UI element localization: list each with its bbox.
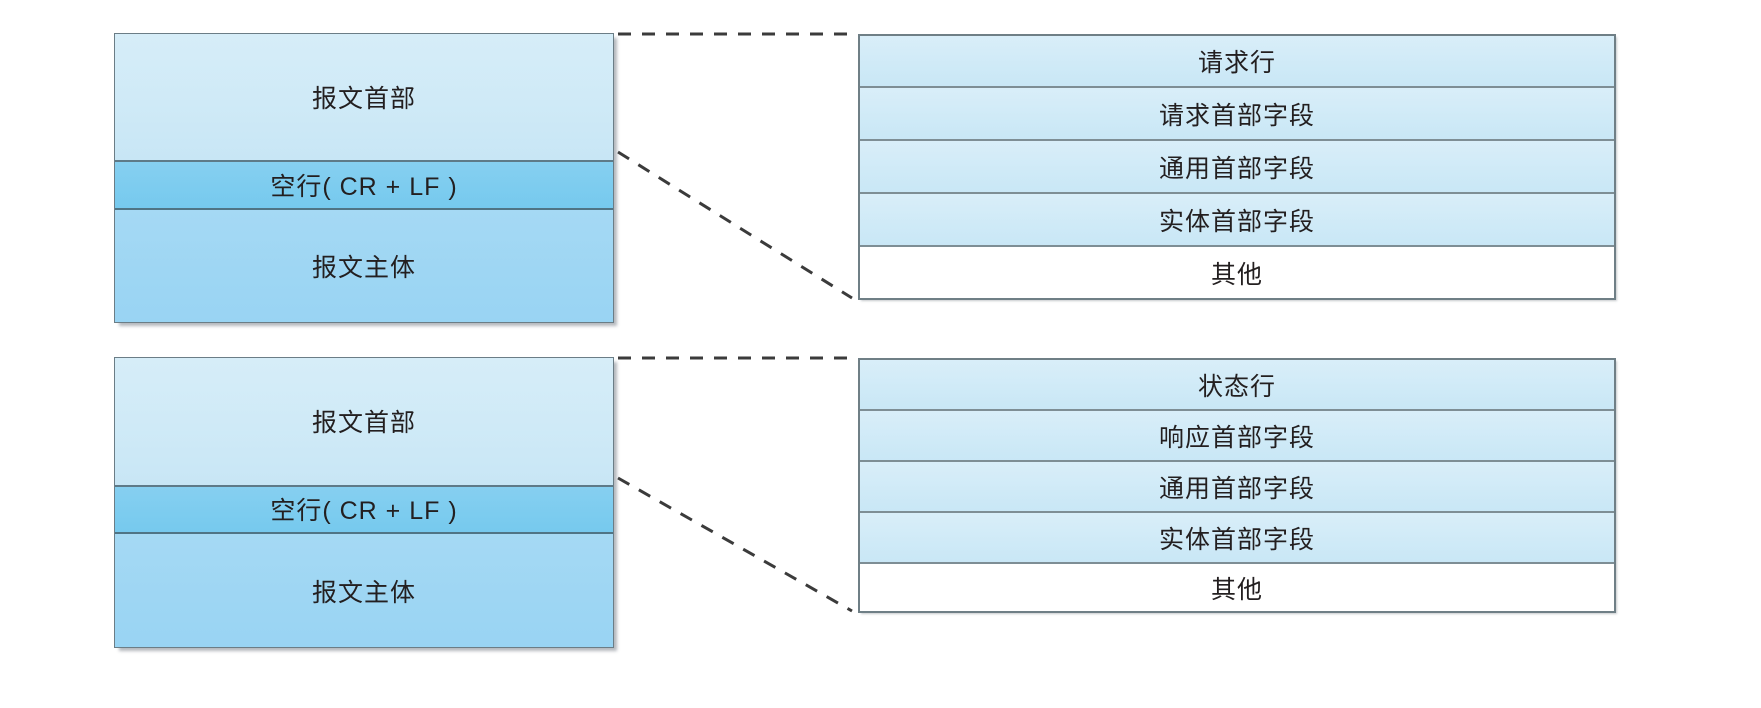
request-field-label-3: 实体首部字段 (1158, 207, 1315, 236)
table-row: 实体首部字段 (860, 513, 1614, 564)
response-field-label-1: 响应首部字段 (1158, 423, 1315, 452)
request-field-label-1: 请求首部字段 (1158, 101, 1315, 130)
response-blank-line-label: 空行( CR + LF ) (270, 497, 458, 526)
table-row: 状态行 (860, 360, 1614, 411)
response-message-header-label: 报文首部 (311, 409, 416, 438)
table-row: 响应首部字段 (860, 411, 1614, 462)
request-field-table: 请求行 请求首部字段 通用首部字段 实体首部字段 其他 (858, 34, 1616, 300)
response-message-header-row: 报文首部 (115, 358, 613, 487)
request-field-label-0: 请求行 (1197, 49, 1276, 77)
request-blank-line-label: 空行( CR + LF ) (270, 172, 458, 201)
response-field-label-2: 通用首部字段 (1158, 474, 1315, 503)
table-row: 其他 (860, 247, 1614, 298)
request-message-body-label: 报文主体 (311, 253, 416, 282)
table-row: 其他 (860, 564, 1614, 611)
request-message-box: 报文首部 空行( CR + LF ) 报文主体 (114, 33, 614, 323)
response-message-box: 报文首部 空行( CR + LF ) 报文主体 (114, 357, 614, 648)
response-field-label-3: 实体首部字段 (1158, 525, 1315, 554)
table-row: 请求行 (860, 36, 1614, 88)
table-row: 通用首部字段 (860, 141, 1614, 194)
request-message-body-row: 报文主体 (115, 209, 613, 322)
request-field-label-2: 通用首部字段 (1158, 154, 1315, 183)
request-message-header-label: 报文首部 (311, 85, 416, 114)
request-field-label-4: 其他 (1210, 260, 1263, 289)
response-field-label-0: 状态行 (1197, 372, 1276, 401)
table-row: 请求首部字段 (860, 88, 1614, 141)
request-message-header-row: 报文首部 (115, 34, 613, 163)
response-message-body-label: 报文主体 (311, 578, 416, 607)
request-blank-line-row: 空行( CR + LF ) (115, 162, 613, 210)
table-row: 通用首部字段 (860, 462, 1614, 513)
response-blank-line-row: 空行( CR + LF ) (115, 486, 613, 535)
table-row: 实体首部字段 (860, 194, 1614, 247)
response-field-label-4: 其他 (1210, 575, 1263, 604)
request-connector-diagonal (617, 150, 853, 300)
response-message-body-row: 报文主体 (115, 534, 613, 647)
response-connector-diagonal (617, 476, 853, 613)
response-field-table: 状态行 响应首部字段 通用首部字段 实体首部字段 其他 (858, 358, 1616, 613)
